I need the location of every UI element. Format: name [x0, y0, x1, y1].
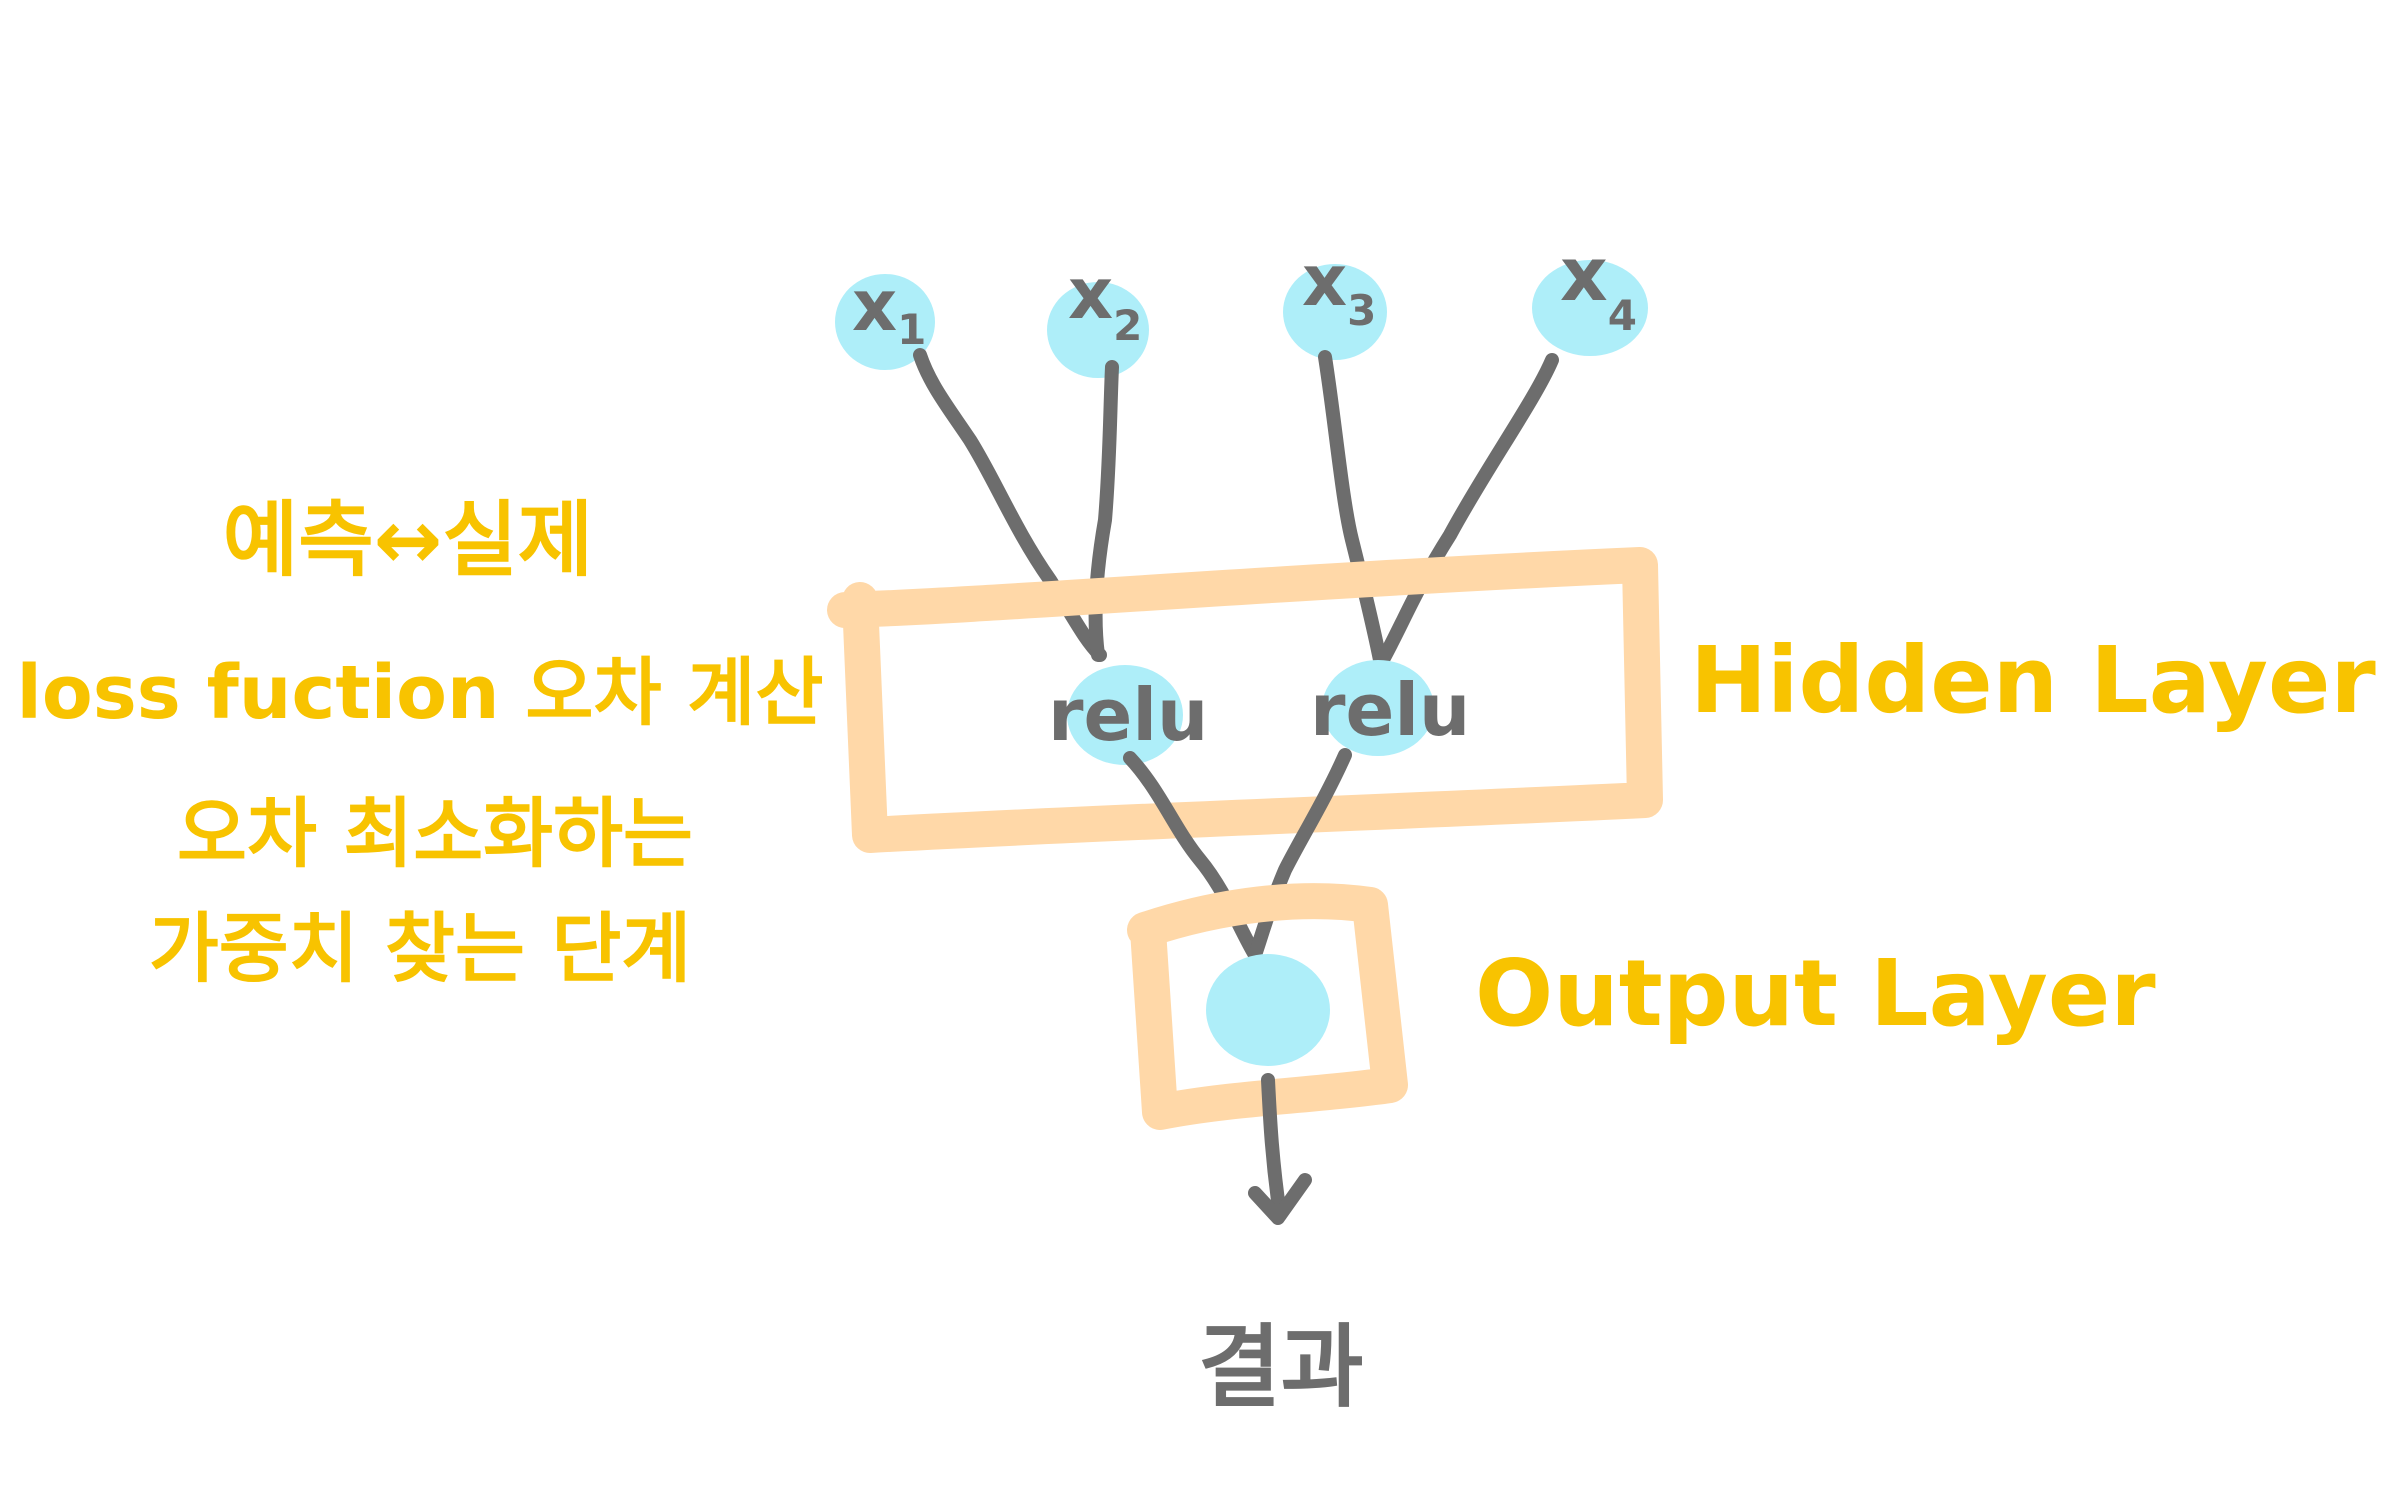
note-line-4: 가중치 찾는 단계 [149, 904, 691, 993]
note-line-3: 오차 최소화하는 [177, 789, 693, 878]
note-line-2: loss fuction 오차 계산 [17, 650, 824, 736]
input-label-2: x2 [1068, 253, 1142, 350]
hidden-layer-label: Hidden Layer [1690, 627, 2376, 734]
hidden-layer-box [827, 547, 1663, 853]
hidden-node-2 [1322, 660, 1434, 756]
input-node-4 [1532, 260, 1648, 356]
input-node-3 [1283, 264, 1387, 360]
wire-relu1-output [1123, 751, 1262, 962]
input-label-1: x1 [852, 265, 926, 354]
input-node-1 [835, 274, 935, 370]
output-node [1206, 954, 1330, 1066]
output-layer-box [1127, 883, 1408, 1130]
wire-x1-relu1 [913, 348, 1107, 662]
input-label-3: x3 [1302, 240, 1376, 335]
wire-x4-relu2 [1373, 353, 1559, 672]
output-arrow-head [1248, 1173, 1312, 1225]
hidden-node-2-label: relu [1310, 668, 1470, 752]
wire-relu2-output [1248, 748, 1352, 962]
output-arrow-shaft [1261, 1073, 1287, 1222]
output-layer-label: Output Layer [1475, 940, 2156, 1047]
hidden-node-1 [1067, 665, 1183, 765]
note-line-1: 예측↔실제 [223, 493, 593, 588]
wire-x3-relu2 [1318, 350, 1387, 667]
result-label: 결과 [1198, 1315, 1364, 1420]
input-label-4: x4 [1560, 232, 1637, 340]
hidden-node-1-label: relu [1048, 673, 1208, 757]
input-node-2 [1047, 282, 1149, 378]
